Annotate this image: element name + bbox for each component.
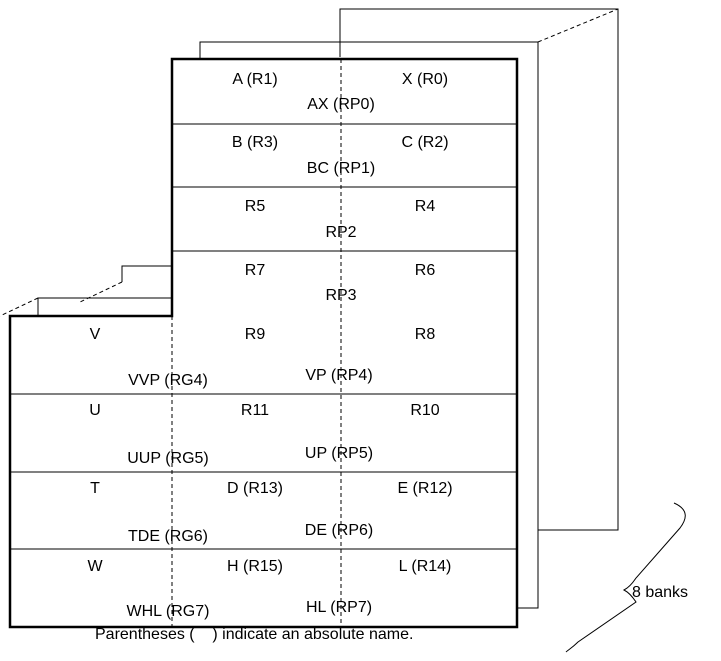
column-dividers — [171, 59, 342, 627]
register-pair-label: HL (RP7) — [306, 599, 372, 616]
dash-step-lower — [0, 297, 39, 317]
register-high-label: R5 — [245, 198, 266, 215]
banks-brace — [565, 502, 686, 653]
row-3: R7 R6 RP3 — [245, 262, 436, 304]
row-1: B (R3) C (R2) BC (RP1) — [232, 134, 449, 177]
back-bank-step-upper — [121, 265, 172, 282]
register-high-label: A (R1) — [232, 71, 277, 88]
register-low-label: R10 — [410, 402, 439, 419]
back-bank-step-lower — [37, 297, 172, 316]
register-low-label: R4 — [415, 198, 436, 215]
row-2: R5 R4 RP2 — [245, 198, 436, 241]
register-bank-label: T — [90, 480, 100, 497]
register-bank-label: V — [90, 326, 101, 343]
register-low-label: C (R2) — [401, 134, 448, 151]
row-4: V R9 R8 VVP (RG4) VP (RP4) — [90, 326, 436, 389]
dash-top — [537, 8, 619, 43]
register-bank-label: W — [87, 558, 103, 575]
register-pair-label: DE (RP6) — [305, 522, 373, 539]
register-pair-label: AX (RP0) — [307, 96, 375, 113]
register-low-label: R6 — [415, 262, 436, 279]
perspective-dashes — [0, 8, 619, 317]
row-separators — [11, 123, 517, 550]
register-high-label: R9 — [245, 326, 266, 343]
row-5: U R11 R10 UUP (RG5) UP (RP5) — [89, 402, 440, 467]
register-high-label: R7 — [245, 262, 266, 279]
caption-text: Parentheses ( ) indicate an absolute nam… — [95, 626, 414, 643]
register-pair-label: VP (RP4) — [305, 367, 372, 384]
register-bank-label: U — [89, 402, 101, 419]
register-low-label: L (R14) — [399, 558, 452, 575]
register-high-label: D (R13) — [227, 480, 283, 497]
register-low-label: X (R0) — [402, 71, 448, 88]
row-6: T D (R13) E (R12) TDE (RG6) DE (RP6) — [90, 480, 452, 545]
register-high-label: R11 — [241, 402, 269, 419]
register-group-label: UUP (RG5) — [127, 450, 209, 467]
register-low-label: E (R12) — [397, 480, 452, 497]
banks-label: 8 banks — [632, 584, 688, 601]
register-pair-label: RP3 — [325, 287, 356, 304]
register-group-label: TDE (RG6) — [128, 528, 208, 545]
register-group-label: VVP (RG4) — [128, 372, 208, 389]
row-7: W H (R15) L (R14) WHL (RG7) HL (RP7) — [87, 558, 451, 620]
register-high-label: H (R15) — [227, 558, 283, 575]
register-pair-label: RP2 — [325, 224, 356, 241]
register-pair-label: BC (RP1) — [307, 160, 375, 177]
dash-step-upper — [77, 281, 123, 304]
row-0: A (R1) X (R0) AX (RP0) — [232, 71, 448, 113]
register-low-label: R8 — [415, 326, 436, 343]
register-pair-label: UP (RP5) — [305, 445, 373, 462]
register-high-label: B (R3) — [232, 134, 278, 151]
register-group-label: WHL (RG7) — [127, 603, 210, 620]
